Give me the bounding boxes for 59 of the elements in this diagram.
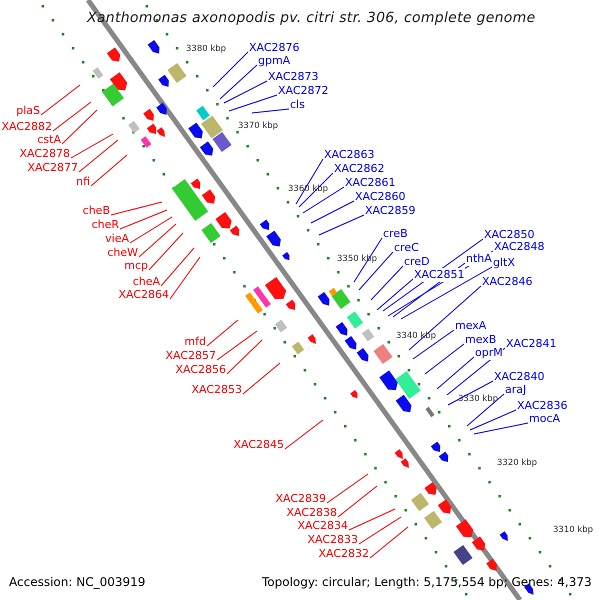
- leader-line: [326, 474, 368, 504]
- leader-line: [206, 320, 238, 346]
- leader-line: [78, 140, 118, 172]
- leader-line: [40, 84, 80, 116]
- footer-text: Topology: circular; Length: 5,175,554 bp; Genes: 4,373: [262, 574, 592, 590]
- leader-line: [338, 486, 378, 518]
- gene-label: gpmA: [258, 54, 290, 68]
- leader-line: [220, 64, 258, 100]
- scale-tick-label: 3320 kbp: [497, 458, 538, 469]
- gene-label: gltX: [493, 256, 515, 270]
- leader-line: [376, 278, 414, 310]
- footer-text: Accession: NC_003919: [9, 574, 146, 590]
- leader-line: [436, 356, 474, 390]
- leader-line: [358, 516, 402, 544]
- leader-line: [252, 108, 290, 114]
- leader-line: [302, 186, 344, 214]
- leader-line: [170, 256, 200, 300]
- leader-line: [354, 238, 382, 282]
- leader-line: [310, 200, 354, 224]
- scale-tick-label: 3370 kbp: [238, 121, 278, 132]
- leader-line: [226, 340, 262, 374]
- leader-line: [120, 210, 168, 230]
- leader-line: [160, 248, 194, 286]
- leader-line: [90, 154, 128, 186]
- leader-line: [370, 526, 408, 558]
- leader-line: [412, 330, 454, 360]
- scale-tick-label: 3310 kbp: [553, 525, 594, 536]
- leader-line: [52, 102, 92, 132]
- scale-tick-label: 3380 kbp: [186, 44, 226, 55]
- leader-line: [138, 224, 176, 258]
- gene-label: oprM: [475, 346, 503, 360]
- leader-line: [148, 232, 184, 270]
- scale-tick-label: 3330 kbp: [458, 394, 498, 405]
- leader-line: [242, 362, 280, 394]
- leader-line: [228, 94, 278, 112]
- title: Xanthomonas axonopodis pv. citri str. 306, complete genome: [87, 9, 536, 28]
- leader-line: [466, 394, 504, 426]
- gene-label: XAC2851: [414, 268, 465, 282]
- leader-line: [370, 266, 404, 300]
- leader-line: [358, 252, 394, 290]
- gene-label: nthA: [466, 252, 492, 266]
- leader-line: [216, 330, 258, 360]
- leader-line: [424, 344, 464, 374]
- leader-line: [448, 380, 494, 406]
- leader-line: [212, 52, 248, 88]
- leader-line: [130, 216, 172, 244]
- leader-line: [400, 266, 492, 320]
- leader-line: [318, 214, 364, 236]
- leader-line: [224, 80, 268, 104]
- leader-line: [70, 134, 114, 158]
- gene-label: plaS: [16, 104, 40, 118]
- leader-line: [348, 508, 396, 530]
- leader-line: [110, 202, 162, 216]
- gene-label: araJ: [505, 383, 526, 397]
- leader-line: [284, 420, 324, 450]
- leader-line: [408, 286, 482, 350]
- leader-line: [470, 410, 516, 430]
- leader-line: [62, 110, 98, 144]
- leader-line: [474, 422, 528, 434]
